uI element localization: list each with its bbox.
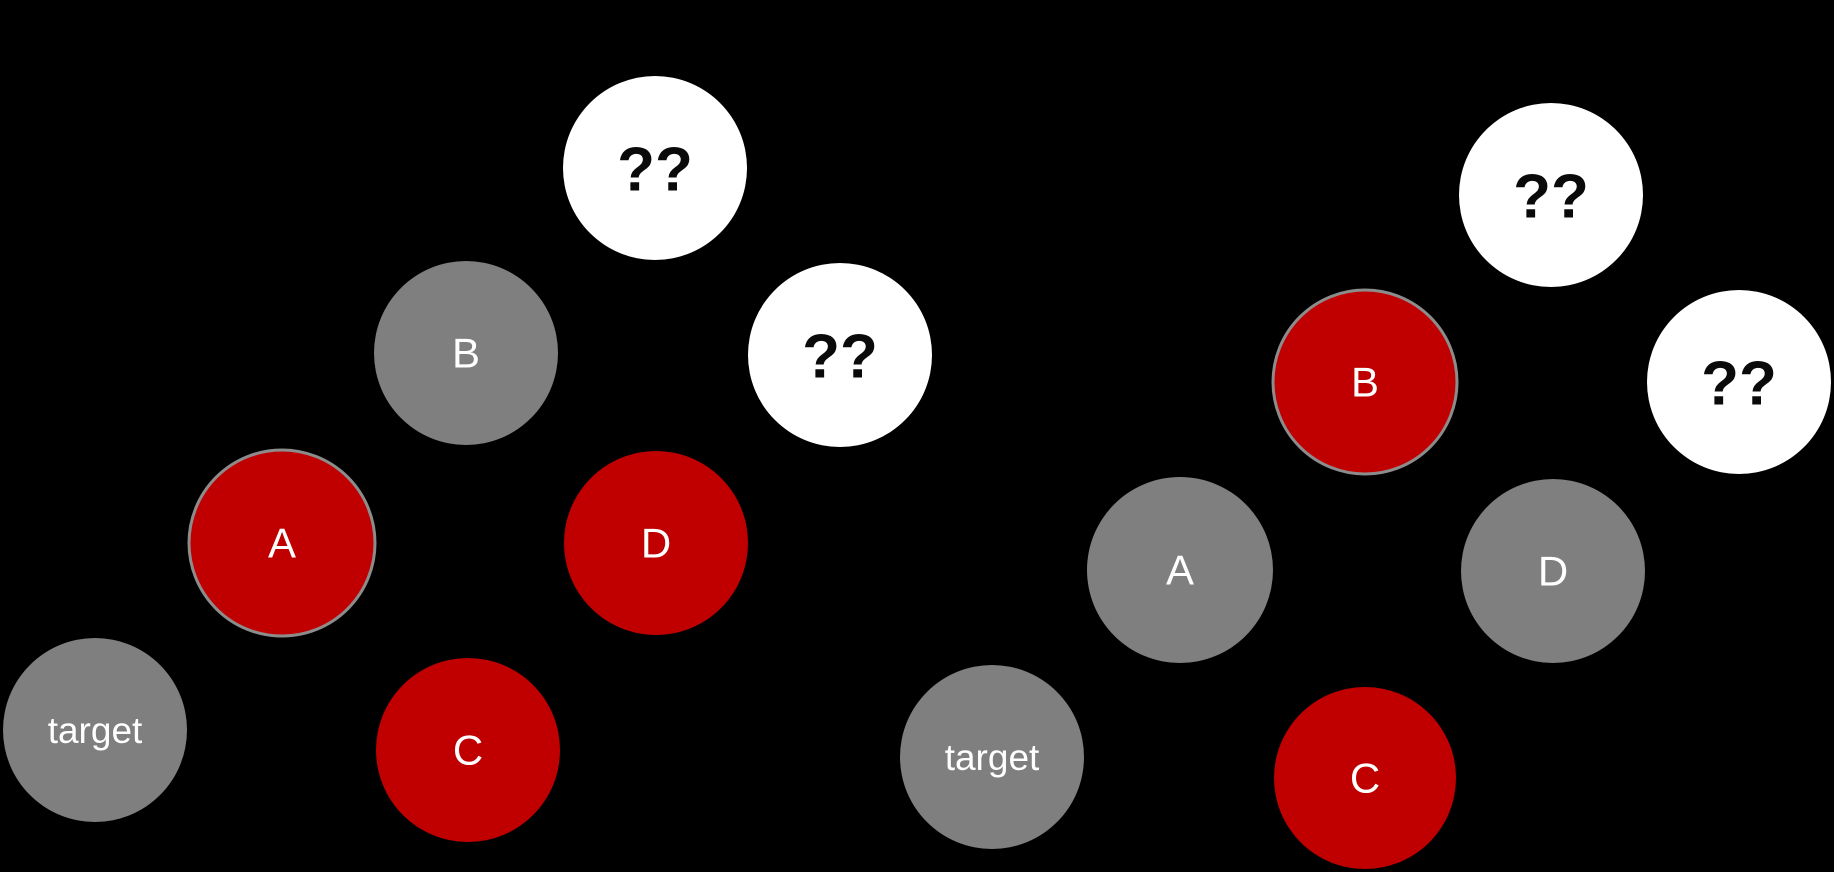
right-scenario-target: target	[900, 665, 1084, 849]
left-scenario-node-d-circle	[564, 451, 748, 635]
left-scenario-node-a: A	[187, 448, 377, 638]
right-scenario-node-d-circle	[1461, 479, 1645, 663]
right-scenario-node-b-circle	[1271, 288, 1459, 476]
left-scenario-unknown-top: ??	[563, 76, 747, 260]
left-scenario-node-d: D	[564, 451, 748, 635]
right-scenario-target-label: target	[945, 737, 1040, 778]
right-scenario-unknown-right-label: ??	[1701, 349, 1777, 418]
left-scenario-node-a-label: A	[268, 520, 296, 567]
left-scenario-node-a-circle	[187, 448, 377, 638]
right-scenario-node-d: D	[1461, 479, 1645, 663]
left-scenario-node-c-label: C	[453, 727, 483, 774]
left-scenario-unknown-top-circle	[563, 76, 747, 260]
right-scenario-unknown-top: ??	[1459, 103, 1643, 287]
left-scenario-unknown-right: ??	[748, 263, 932, 447]
right-scenario-target-circle	[900, 665, 1084, 849]
right-scenario-node-b-label: B	[1351, 359, 1379, 406]
right-scenario-unknown-top-circle	[1459, 103, 1643, 287]
left-scenario-unknown-right-circle	[748, 263, 932, 447]
right-scenario-node-a: A	[1087, 477, 1273, 663]
left-scenario-node-d-label: D	[641, 520, 671, 567]
left-scenario-unknown-right-label: ??	[802, 322, 878, 391]
right-scenario-node-a-circle	[1087, 477, 1273, 663]
right-scenario-node-c-circle	[1274, 687, 1456, 869]
left-scenario-target-circle	[3, 638, 187, 822]
right-scenario-unknown-right-circle	[1647, 290, 1831, 474]
left-scenario-unknown-top-label: ??	[617, 135, 693, 204]
left-scenario-node-b-label: B	[452, 330, 480, 377]
right-scenario-node-a-label: A	[1166, 547, 1194, 594]
left-scenario-target: target	[3, 638, 187, 822]
right-scenario-node-b: B	[1271, 288, 1459, 476]
right-scenario-node-c-label: C	[1350, 755, 1380, 802]
left-scenario-node-b: B	[374, 261, 558, 445]
left-scenario-node-c-circle	[376, 658, 560, 842]
left-scenario-node-c: C	[376, 658, 560, 842]
right-scenario-unknown-right: ??	[1647, 290, 1831, 474]
left-scenario-node-b-circle	[374, 261, 558, 445]
right-scenario-node-c: C	[1274, 687, 1456, 869]
right-scenario-unknown-top-label: ??	[1513, 162, 1589, 231]
left-scenario-target-label: target	[48, 710, 143, 751]
right-scenario-node-d-label: D	[1538, 548, 1568, 595]
